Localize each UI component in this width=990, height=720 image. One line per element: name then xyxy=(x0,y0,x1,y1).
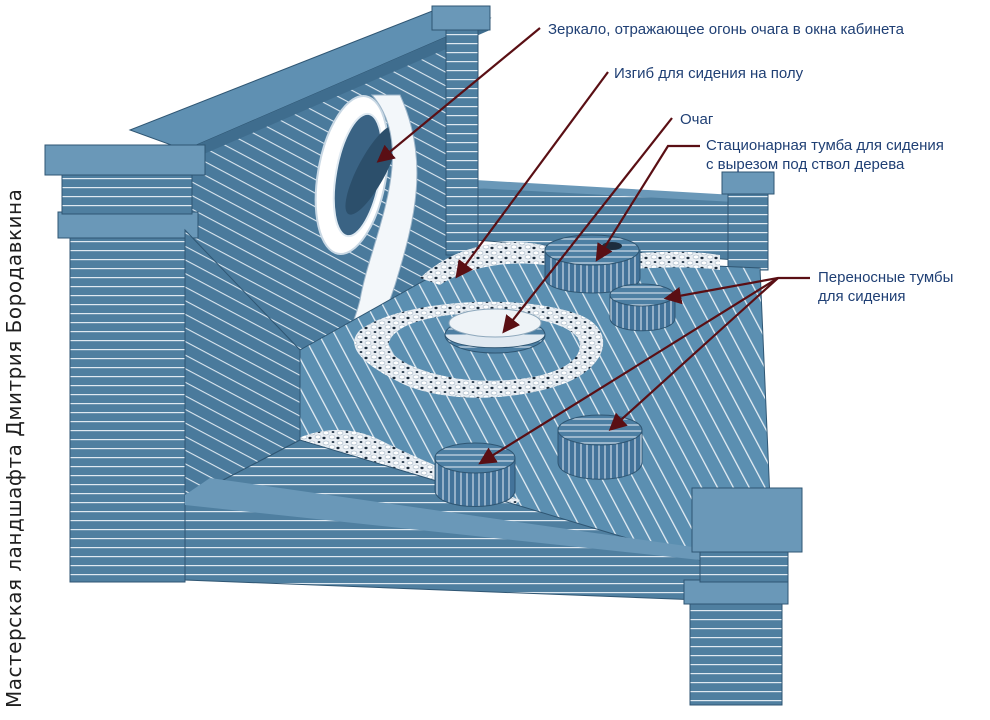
label-hearth: Очаг xyxy=(680,111,714,128)
pebble-ring xyxy=(354,301,604,398)
label-floor-bend: Изгиб для сидения на полу xyxy=(614,65,804,82)
label-mirror: Зеркало, отражающее огонь очага в окна к… xyxy=(548,21,904,38)
fixed-seat xyxy=(544,234,641,294)
arrow-hearth xyxy=(502,117,673,334)
left-pillar xyxy=(44,144,206,583)
arrow-fixed-seat xyxy=(595,144,700,262)
right-back-pillar xyxy=(721,171,775,271)
portable-seat-3 xyxy=(434,442,516,507)
portable-seat-2 xyxy=(557,414,643,480)
arrow-mirror xyxy=(376,27,541,163)
portable-seat-1 xyxy=(609,283,676,332)
label-fixed-seat-line2: с вырезом под ствол дерева xyxy=(706,156,905,173)
back-pillar xyxy=(431,5,491,256)
arrow-portable-seat-3 xyxy=(478,277,779,465)
label-fixed-seat-line1: Стационарная тумба для сидения xyxy=(706,137,944,154)
arrow-portable-seat-2 xyxy=(608,277,779,431)
front-right-pillar xyxy=(683,487,803,706)
label-portable-seats-line2: для сидения xyxy=(818,288,906,305)
hearth xyxy=(444,308,546,354)
label-portable-seats-line1: Переносные тумбы xyxy=(818,269,954,286)
arrow-floor-bend xyxy=(455,71,609,279)
annotation-arrows xyxy=(376,27,810,465)
studio-credit: Мастерская ландшафта Дмитрия Бородавкина xyxy=(2,188,26,708)
